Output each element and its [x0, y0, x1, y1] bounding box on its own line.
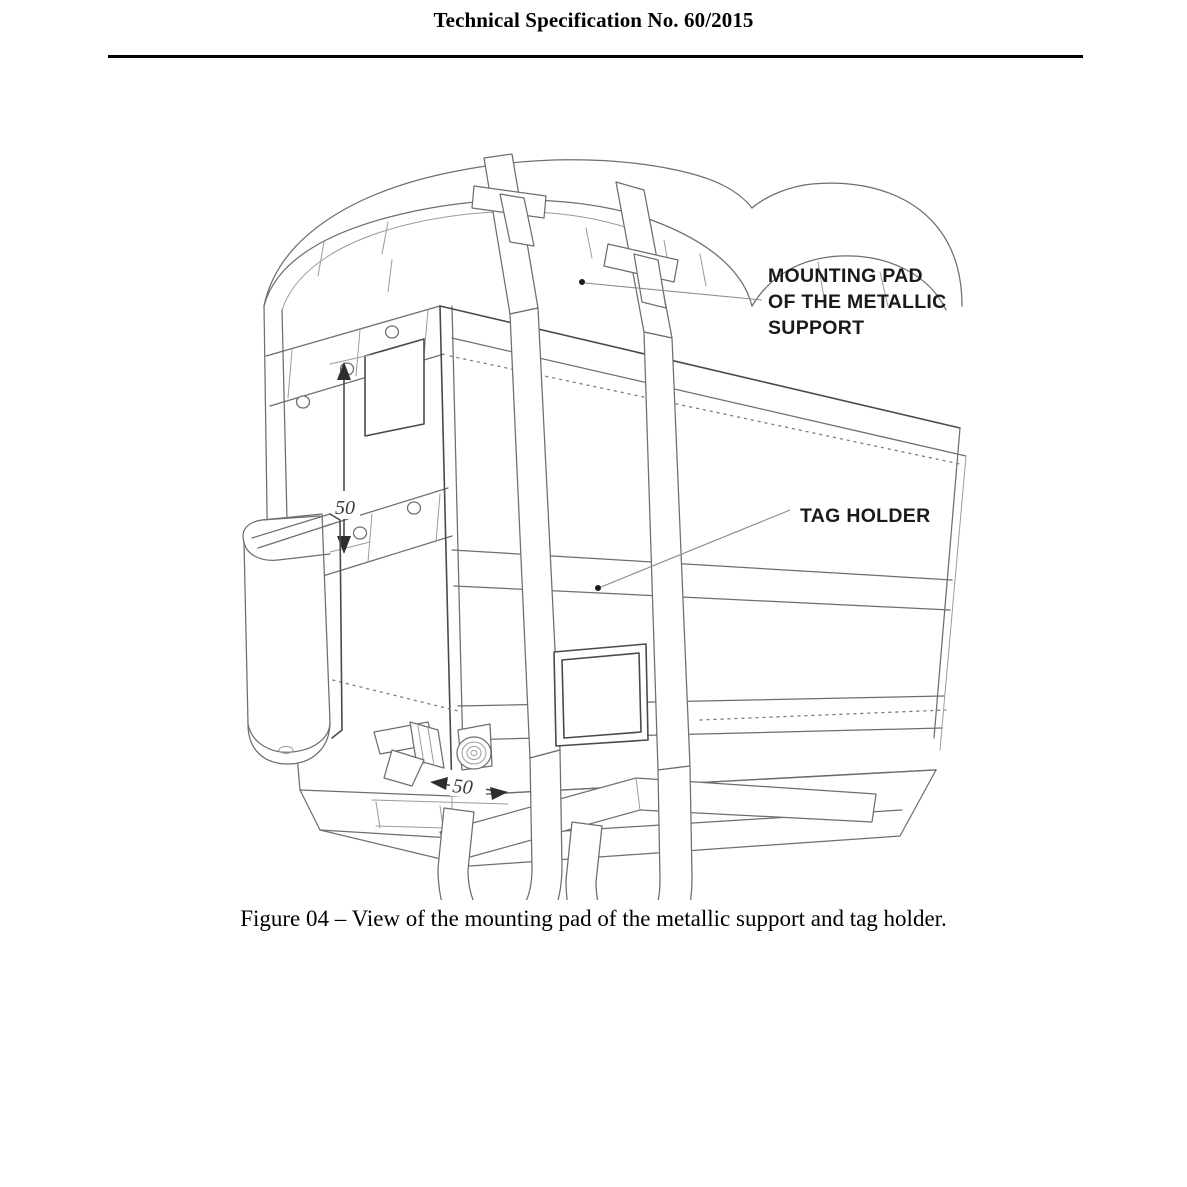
mounting-pad-callout-line-1: MOUNTING PAD [768, 265, 923, 287]
mounting-pad-panel [364, 338, 425, 437]
horizontal-dimension-50: 50 [430, 770, 508, 800]
horizontal-dimension-value: 50 [451, 775, 473, 799]
strap-buckles [471, 185, 679, 309]
rolled-strap [456, 723, 493, 771]
strap-buckle-small [373, 721, 445, 787]
vertical-dimension-value: 50 [335, 497, 355, 519]
strap-loops [437, 749, 693, 900]
vertical-dimension-50: 50 [329, 354, 371, 554]
mounting-pad-callout-line-2: OF THE METALLIC [768, 291, 947, 313]
tag-holder-callout-line-1: TAG HOLDER [800, 505, 930, 527]
figure-caption: Figure 04 – View of the mounting pad of … [240, 906, 947, 931]
page-title: Technical Specification No. 60/2015 [433, 8, 754, 32]
shoulder-pad [263, 159, 963, 311]
tag-holder-frame [553, 643, 649, 747]
figure-04-illustration: 50 [0, 110, 1187, 900]
cylinder-pouch [242, 513, 343, 765]
mounting-pad-callout: MOUNTING PAD OF THE METALLIC SUPPORT [579, 265, 947, 339]
tag-holder-callout: TAG HOLDER [595, 505, 930, 591]
header-divider [108, 55, 1083, 58]
mounting-pad-callout-line-3: SUPPORT [768, 317, 864, 339]
shoulder-straps [483, 153, 673, 339]
vertical-straps [509, 307, 691, 771]
